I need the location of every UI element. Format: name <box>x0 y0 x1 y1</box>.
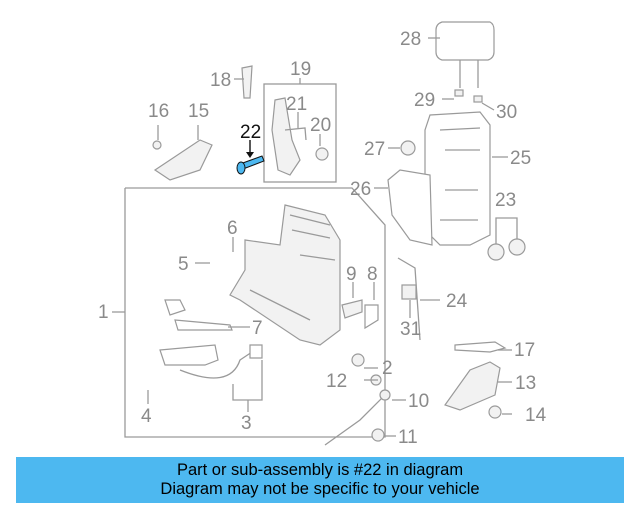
callout-21: 21 <box>286 94 307 115</box>
callout-29: 29 <box>414 90 435 111</box>
callout-13: 13 <box>515 373 536 394</box>
seat-back-group <box>387 21 526 261</box>
callout-7: 7 <box>252 318 263 339</box>
callout-3: 3 <box>241 413 252 434</box>
parts-diagram: 1 2 3 4 5 6 7 8 9 10 11 12 13 14 15 16 1… <box>98 21 547 448</box>
callout-19: 19 <box>290 59 311 80</box>
callout-6: 6 <box>227 218 238 239</box>
callout-14: 14 <box>525 405 547 426</box>
part-22-bolt <box>236 140 265 175</box>
callout-2: 2 <box>382 358 393 379</box>
misc-parts-group <box>324 257 507 446</box>
callout-31: 31 <box>400 319 421 340</box>
leader-lines <box>147 37 512 437</box>
callout-16: 16 <box>148 101 169 122</box>
callout-17: 17 <box>514 340 535 361</box>
callout-12: 12 <box>326 371 347 392</box>
callout-30: 30 <box>496 102 517 123</box>
callout-23: 23 <box>495 190 516 211</box>
callout-26: 26 <box>350 179 371 200</box>
callout-11: 11 <box>398 427 418 448</box>
hinge-box-group <box>263 78 337 183</box>
callout-20: 20 <box>310 115 331 136</box>
caption-bar: Part or sub-assembly is #22 in diagram D… <box>16 457 624 503</box>
callout-8: 8 <box>367 264 378 285</box>
callout-22-highlighted: 22 <box>240 122 261 143</box>
callout-15: 15 <box>188 101 209 122</box>
callout-18: 18 <box>210 70 231 91</box>
callout-1: 1 <box>98 302 109 323</box>
callout-labels: 1 2 3 4 5 6 7 8 9 10 11 12 13 14 15 16 1… <box>98 29 547 448</box>
callout-5: 5 <box>178 254 189 275</box>
caption-line-2: Diagram may not be specific to your vehi… <box>160 480 480 498</box>
callout-10: 10 <box>408 391 429 412</box>
callout-25: 25 <box>510 148 531 169</box>
caption-line-1: Part or sub-assembly is #22 in diagram <box>176 461 464 479</box>
upper-left-parts-group <box>152 65 253 181</box>
callout-4: 4 <box>141 406 152 427</box>
callout-9: 9 <box>346 264 357 285</box>
callout-24: 24 <box>446 291 468 312</box>
callout-27: 27 <box>364 139 385 160</box>
seat-frame-group <box>112 187 386 438</box>
callout-28: 28 <box>400 29 421 50</box>
